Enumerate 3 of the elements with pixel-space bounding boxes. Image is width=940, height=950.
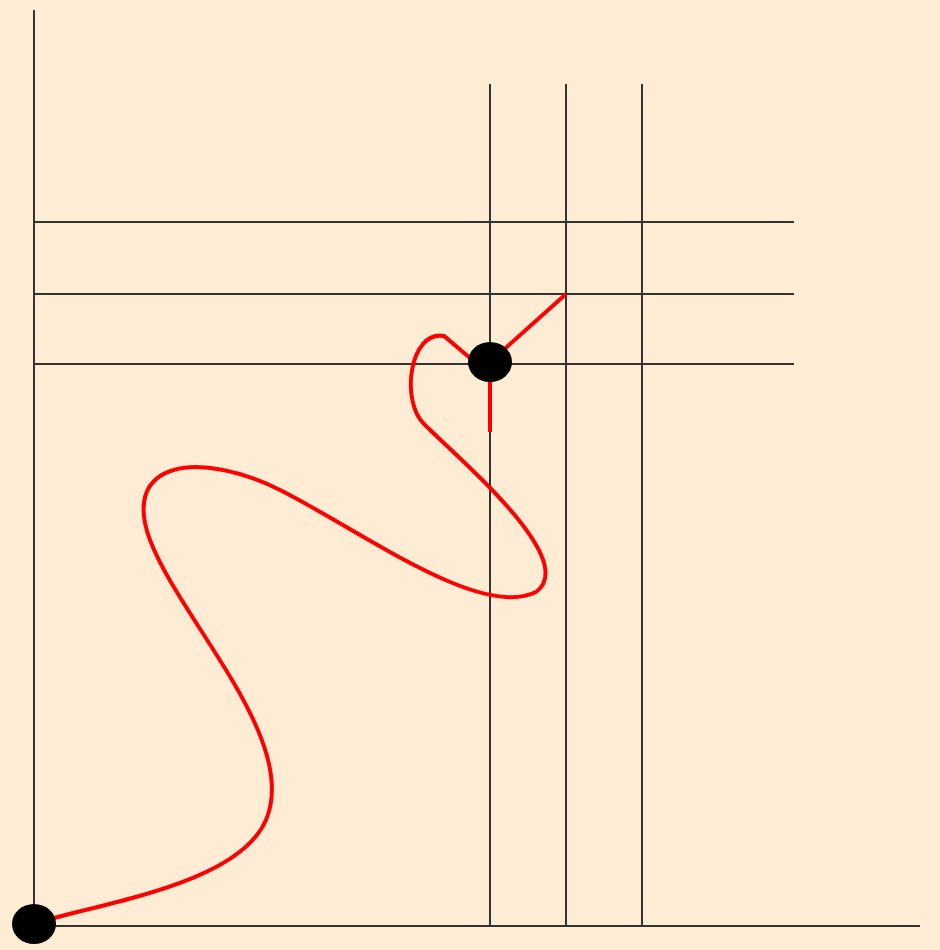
curved-connector [53,334,548,920]
point-dot [12,904,56,944]
point-dot [468,342,512,382]
